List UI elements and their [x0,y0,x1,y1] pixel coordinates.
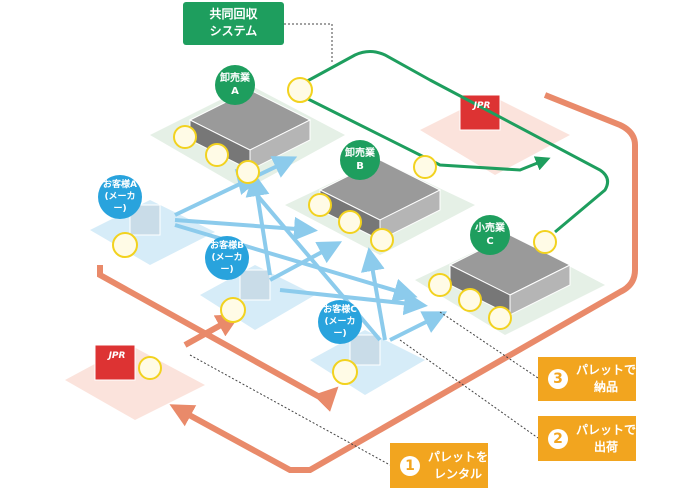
collection-route-segment [299,93,551,172]
rental-route-left [97,265,339,412]
customer-c-line1: お客様C [323,305,357,315]
step-3-line1: パレットで [576,363,637,377]
customer-b-label: お客様B (メーカー) [205,236,249,280]
customer-c-line2: (メーカー) [324,317,356,339]
customer-b-line2: (メーカー) [211,253,243,275]
step-1-box: 1 パレットをレンタル [390,443,488,488]
step-3-number: 3 [548,369,568,389]
depot-top-platform [420,95,570,175]
collection-system-line2: システム [209,24,258,38]
rental-route [169,92,638,473]
rental-route-b [183,314,241,348]
wholesaler-a-line2: A [231,86,239,97]
customer-b-line1: お客様B [210,241,244,251]
step-2-line1: パレットで [576,422,637,437]
retailer-c-line1: 小売業 [475,223,505,234]
step-3-line2: 納品 [593,380,618,394]
customer-a-line2: (メーカー) [104,192,136,214]
step-3-box: 3 パレットで納品 [538,357,636,401]
retailer-c-line2: C [486,236,494,247]
customer-c-label: お客様C (メーカー) [318,300,362,344]
customer-a-label: お客様A (メーカー) [98,175,142,219]
customer-a-line1: お客様A [103,180,137,190]
step-1-line1: パレットを [428,449,489,464]
collection-system-line1: 共同回収 [209,7,258,21]
jpr-logo-bottom: JPR [108,351,126,361]
collection-route [299,50,610,234]
retailer-c-label: 小売業 C [470,215,510,255]
step-1-number: 1 [400,455,420,476]
pallet-icons [112,77,557,385]
collection-system-box: 共同回収 システム [183,2,284,45]
wholesaler-b-line1: 卸売業 [345,148,375,159]
step-2-number: 2 [548,428,568,449]
step-1-line2: レンタル [433,466,482,481]
leader-lines [189,23,539,466]
jpr-logo-top: JPR [473,101,491,111]
wholesaler-a-line1: 卸売業 [220,73,250,84]
step-2-box: 2 パレットで出荷 [538,416,636,461]
wholesaler-a-label: 卸売業 A [215,65,255,105]
wholesaler-b-line2: B [356,161,364,172]
step-2-line2: 出荷 [593,439,618,454]
wholesaler-b-label: 卸売業 B [340,140,380,180]
